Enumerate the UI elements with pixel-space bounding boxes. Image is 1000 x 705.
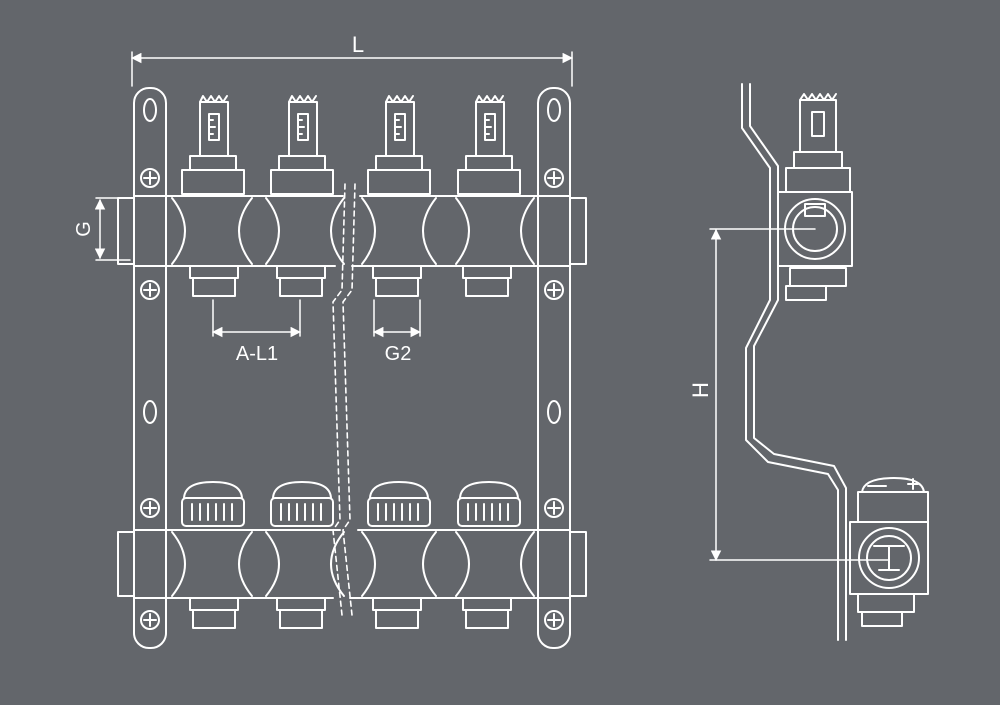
valve-cap-1: [181, 481, 245, 527]
break-lines: [332, 183, 356, 616]
dimension-label-G2: G2: [385, 343, 412, 365]
dimension-label-G: G: [73, 221, 95, 237]
return-bar: [117, 529, 587, 629]
flowmeter-4: [457, 95, 521, 195]
dimension-lines: [94, 51, 890, 562]
dimension-label-H: H: [688, 382, 713, 398]
right-bracket: [537, 87, 571, 649]
flowmeter-1: [181, 95, 245, 195]
valve-cap-3: [367, 481, 431, 527]
supply-bar: [117, 195, 587, 297]
flowmeter-3: [367, 95, 431, 195]
valve-cap-2: [270, 481, 334, 527]
dimension-label-A-L1: A-L1: [236, 343, 278, 365]
dimension-label-L: L: [352, 32, 364, 57]
valve-cap-4: [457, 481, 521, 527]
side-view: [741, 83, 929, 641]
flowmeter-2: [270, 95, 334, 195]
left-bracket: [133, 87, 167, 649]
